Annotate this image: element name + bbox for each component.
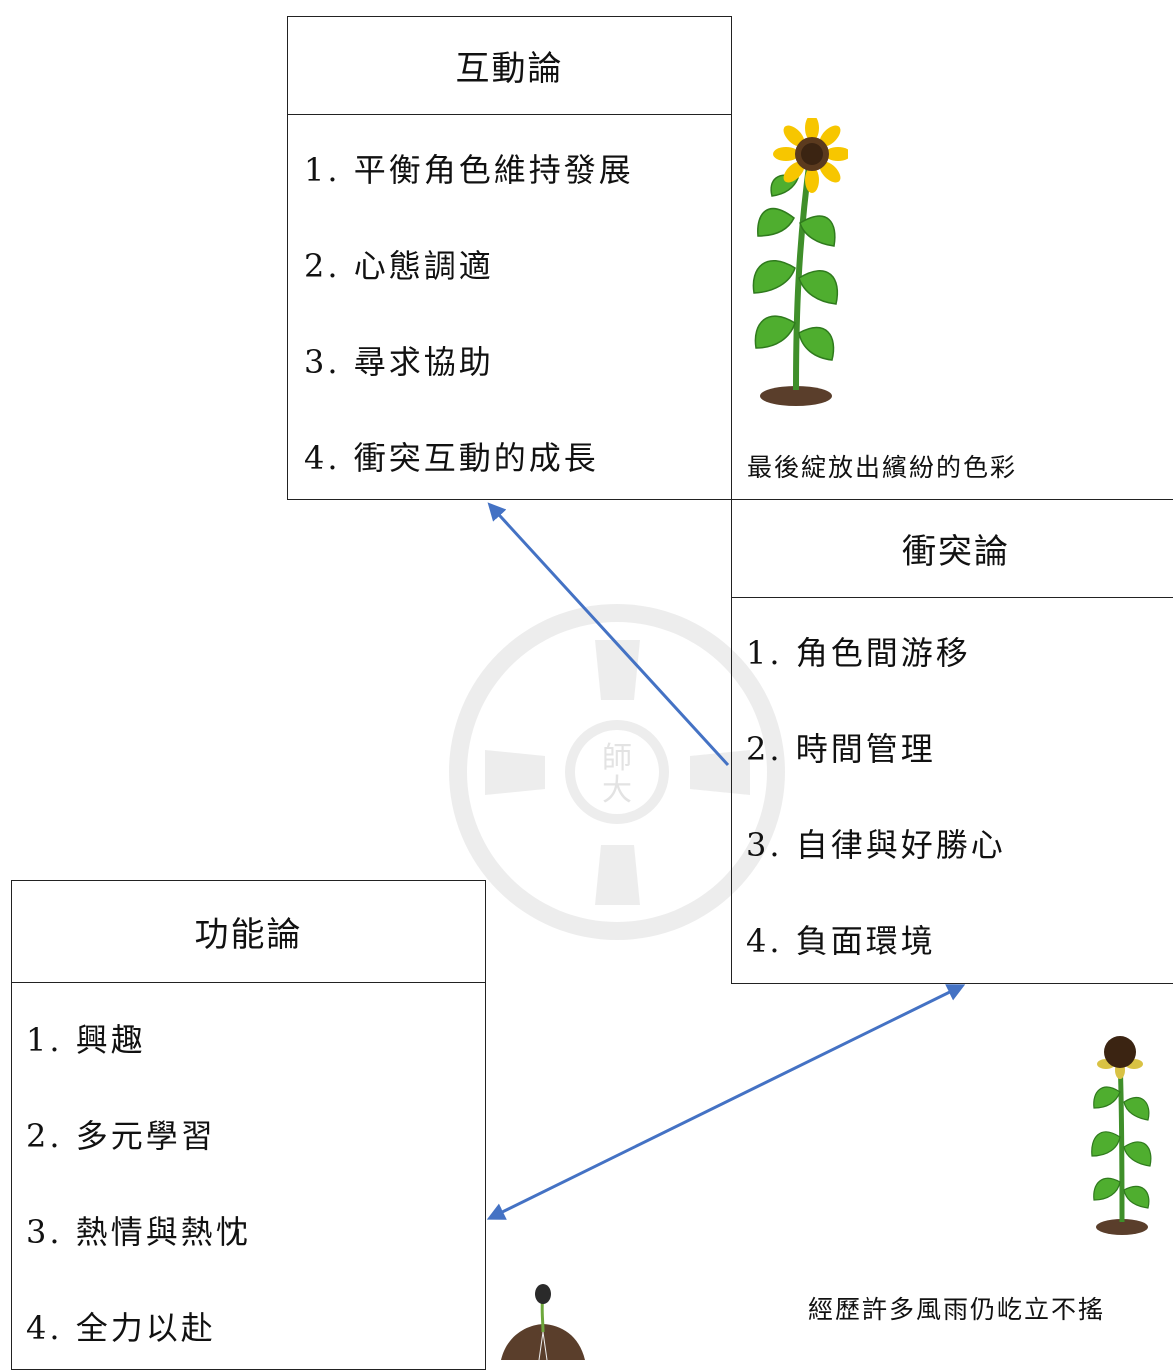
conflict-item-1: 1. 角色間游移: [746, 634, 971, 672]
storm-caption: 經歷許多風雨仍屹立不搖: [808, 1295, 1106, 1324]
interaction-item-2: 2. 心態調適: [304, 247, 494, 285]
sunflower-weathered-image: [1091, 1036, 1152, 1235]
seal-char-1: 師: [602, 741, 632, 776]
function-item-4: 4. 全力以赴: [26, 1309, 216, 1347]
conflict-theory-title: 衝突論: [732, 500, 1173, 598]
university-seal-watermark: 師 大: [449, 604, 785, 940]
function-item-2: 2. 多元學習: [26, 1117, 216, 1155]
function-theory-title: 功能論: [12, 881, 485, 983]
function-theory-box: 功能論 1. 興趣 2. 多元學習 3. 熱情與熱忱 4. 全力以赴: [11, 880, 486, 1370]
function-item-1: 1. 興趣: [26, 1021, 146, 1059]
interaction-theory-box: 互動論 1. 平衡角色維持發展 2. 心態調適 3. 尋求協助 4. 衝突互動的…: [287, 16, 732, 500]
bloom-caption: 最後綻放出繽紛的色彩: [747, 453, 1018, 482]
conflict-item-4: 4. 負面環境: [746, 922, 936, 960]
sprout-image: [501, 1284, 585, 1360]
arrow-function-conflict-bidirectional: [486, 984, 966, 1220]
sunflower-full-bloom-image: [752, 118, 848, 406]
conflict-item-3: 3. 自律與好勝心: [746, 826, 1006, 864]
interaction-item-3: 3. 尋求協助: [304, 343, 494, 381]
interaction-item-4: 4. 衝突互動的成長: [304, 439, 599, 477]
interaction-theory-title: 互動論: [288, 17, 731, 115]
arrow-conflict-to-interaction: [487, 502, 730, 767]
conflict-theory-box: 衝突論 1. 角色間游移 2. 時間管理 3. 自律與好勝心 4. 負面環境: [731, 499, 1173, 984]
function-item-3: 3. 熱情與熱忱: [26, 1213, 251, 1251]
conflict-item-2: 2. 時間管理: [746, 730, 936, 768]
seal-char-2: 大: [602, 773, 632, 808]
interaction-item-1: 1. 平衡角色維持發展: [304, 151, 634, 189]
